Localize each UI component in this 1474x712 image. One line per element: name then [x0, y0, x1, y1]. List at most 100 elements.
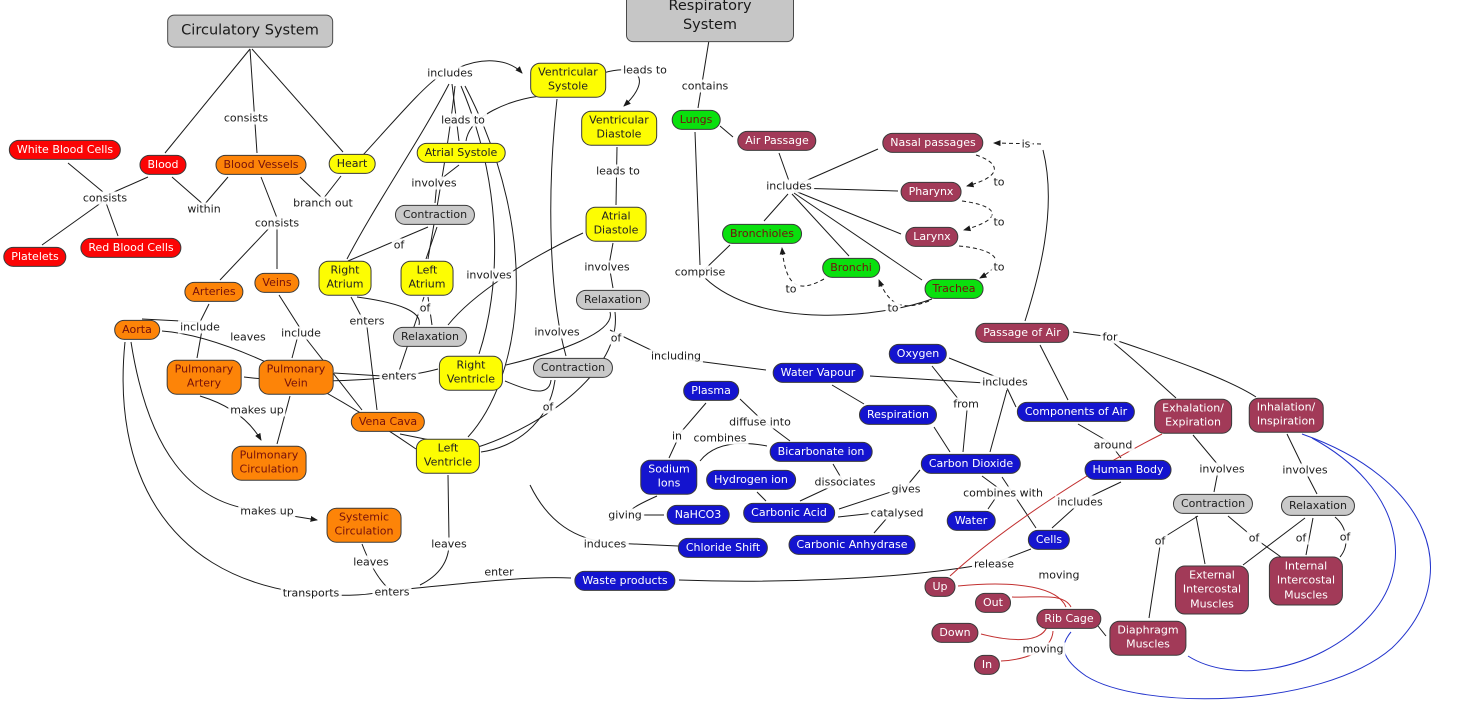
node-internal-intercostal-muscles[interactable]: Internal Intercostal Muscles: [1268, 556, 1344, 606]
edge-label-combines-with[interactable]: combines with: [961, 486, 1045, 500]
node-lungs[interactable]: Lungs: [671, 109, 721, 131]
edge-label-makes-up-1[interactable]: makes up: [228, 403, 286, 417]
edge-label-catalysed[interactable]: catalysed: [868, 506, 926, 520]
node-ventricular-diastole[interactable]: Ventricular Diastole: [581, 110, 657, 146]
node-water-vapour[interactable]: Water Vapour: [772, 362, 864, 384]
node-in[interactable]: In: [973, 654, 1001, 676]
node-nahco3[interactable]: NaHCO3: [666, 504, 730, 526]
edge-label-to-2[interactable]: to: [991, 215, 1007, 229]
node-bronchi[interactable]: Bronchi: [822, 257, 880, 279]
node-contraction-ventricles[interactable]: Contraction: [532, 357, 614, 379]
node-trachea[interactable]: Trachea: [924, 278, 984, 300]
edge-label-to-4[interactable]: to: [885, 301, 901, 315]
node-red-blood-cells[interactable]: Red Blood Cells: [80, 237, 182, 259]
node-heart[interactable]: Heart: [328, 153, 376, 175]
edge-label-of-7[interactable]: of: [1293, 531, 1309, 545]
node-right-atrium[interactable]: Right Atrium: [318, 260, 372, 296]
edge-label-leads-to-3[interactable]: leads to: [594, 164, 642, 178]
node-ventricular-systole[interactable]: Ventricular Systole: [530, 62, 606, 98]
node-carbonic-acid[interactable]: Carbonic Acid: [743, 502, 835, 524]
node-relaxation-muscles[interactable]: Relaxation: [1280, 495, 1356, 517]
edge-label-to-3[interactable]: to: [991, 260, 1007, 274]
node-relaxation-atria[interactable]: Relaxation: [392, 326, 468, 348]
node-oxygen[interactable]: Oxygen: [888, 343, 948, 365]
node-diaphragm-muscles[interactable]: Diaphragm Muscles: [1109, 620, 1187, 656]
edge-label-includes-4[interactable]: includes: [1055, 495, 1105, 509]
edge-label-includes-3[interactable]: includes: [980, 375, 1030, 389]
edge-label-include-1[interactable]: include: [178, 320, 222, 334]
edge-label-enters-1[interactable]: enters: [347, 314, 387, 328]
node-left-atrium[interactable]: Left Atrium: [400, 260, 454, 296]
node-relaxation-ventricles[interactable]: Relaxation: [575, 289, 651, 311]
node-up[interactable]: Up: [924, 576, 956, 598]
edge-label-to-1[interactable]: to: [991, 175, 1007, 189]
edge-label-involves-5[interactable]: involves: [1197, 462, 1247, 476]
node-pharynx[interactable]: Pharynx: [900, 181, 962, 203]
edge-label-of-3[interactable]: of: [608, 331, 624, 345]
edge-label-involves-1[interactable]: involves: [409, 176, 459, 190]
edge-label-release[interactable]: release: [971, 557, 1017, 571]
node-rib-cage[interactable]: Rib Cage: [1036, 608, 1102, 630]
edge-label-leaves-1[interactable]: leaves: [228, 330, 268, 344]
edge-label-around[interactable]: around: [1091, 438, 1135, 452]
edge-label-for[interactable]: for: [1100, 330, 1120, 344]
node-inhalation-inspiration[interactable]: Inhalation/ Inspiration: [1248, 397, 1324, 433]
node-pulmonary-vein[interactable]: Pulmonary Vein: [258, 359, 334, 395]
node-components-of-air[interactable]: Components of Air: [1016, 401, 1136, 423]
node-exhalation-expiration[interactable]: Exhalation/ Expiration: [1154, 398, 1232, 434]
node-larynx[interactable]: Larynx: [905, 226, 959, 248]
edge-label-comprise[interactable]: comprise: [672, 265, 728, 279]
node-external-intercostal-muscles[interactable]: External Intercostal Muscles: [1174, 565, 1250, 615]
node-bicarbonate-ion[interactable]: Bicarbonate ion: [769, 441, 873, 463]
node-blood-vessels[interactable]: Blood Vessels: [215, 154, 307, 176]
node-arteries[interactable]: Arteries: [184, 281, 244, 303]
edge-label-enter[interactable]: enter: [482, 565, 516, 579]
node-out[interactable]: Out: [975, 592, 1011, 614]
edge-label-of-5[interactable]: of: [1152, 534, 1168, 548]
node-carbon-dioxide[interactable]: Carbon Dioxide: [920, 453, 1022, 475]
node-plasma[interactable]: Plasma: [683, 380, 739, 402]
edge-label-diffuse-into[interactable]: diffuse into: [727, 415, 793, 429]
edge-label-leaves-3[interactable]: leaves: [429, 537, 469, 551]
edge-label-of-4[interactable]: of: [540, 400, 556, 414]
edge-label-enters-3[interactable]: enters: [372, 585, 412, 599]
edge-label-leads-to-2[interactable]: leads to: [439, 113, 487, 127]
node-contraction-atria[interactable]: Contraction: [394, 204, 476, 226]
edge-label-induces[interactable]: induces: [581, 537, 629, 551]
node-nasal-passages[interactable]: Nasal passages: [882, 132, 984, 154]
edge-label-enters-2[interactable]: enters: [379, 369, 419, 383]
edge-label-from[interactable]: from: [951, 397, 981, 411]
node-respiratory-system[interactable]: Respiratory System: [626, 0, 794, 42]
edge-label-consists-1[interactable]: consists: [221, 111, 271, 125]
edge-label-includes-2[interactable]: includes: [764, 179, 814, 193]
node-white-blood-cells[interactable]: White Blood Cells: [8, 139, 122, 161]
edge-label-transports[interactable]: transports: [280, 586, 342, 600]
node-hydrogen-ion[interactable]: Hydrogen ion: [706, 469, 796, 491]
edge-label-includes-1[interactable]: includes: [425, 66, 475, 80]
node-aorta[interactable]: Aorta: [114, 319, 160, 341]
edge-label-consists-3[interactable]: consists: [252, 216, 302, 230]
edge-label-include-2[interactable]: include: [279, 326, 323, 340]
edge-label-to-5[interactable]: to: [783, 282, 799, 296]
edge-label-involves-2[interactable]: involves: [464, 268, 514, 282]
node-water[interactable]: Water: [946, 510, 996, 532]
edge-label-makes-up-2[interactable]: makes up: [238, 504, 296, 518]
node-passage-of-air[interactable]: Passage of Air: [975, 322, 1069, 344]
edge-label-moving-1[interactable]: moving: [1036, 568, 1082, 582]
edge-label-involves-4[interactable]: involves: [532, 325, 582, 339]
node-sodium-ions[interactable]: Sodium Ions: [640, 459, 698, 495]
edge-label-including[interactable]: including: [648, 349, 704, 363]
edge-label-leads-to-1[interactable]: leads to: [621, 63, 669, 77]
edge-label-in[interactable]: in: [669, 429, 685, 443]
edge-label-within[interactable]: within: [185, 202, 223, 216]
node-chloride-shift[interactable]: Chloride Shift: [677, 537, 769, 559]
edge-label-of-8[interactable]: of: [1337, 530, 1353, 544]
node-vena-cava[interactable]: Vena Cava: [350, 411, 426, 433]
edge-label-contains[interactable]: contains: [679, 79, 731, 93]
edge-label-combines[interactable]: combines: [691, 431, 749, 445]
node-waste-products[interactable]: Waste products: [574, 570, 676, 592]
edge-label-involves-3[interactable]: involves: [582, 260, 632, 274]
node-veins[interactable]: Veins: [254, 272, 300, 294]
node-right-ventricle[interactable]: Right Ventricle: [438, 355, 504, 391]
node-blood[interactable]: Blood: [139, 154, 187, 176]
